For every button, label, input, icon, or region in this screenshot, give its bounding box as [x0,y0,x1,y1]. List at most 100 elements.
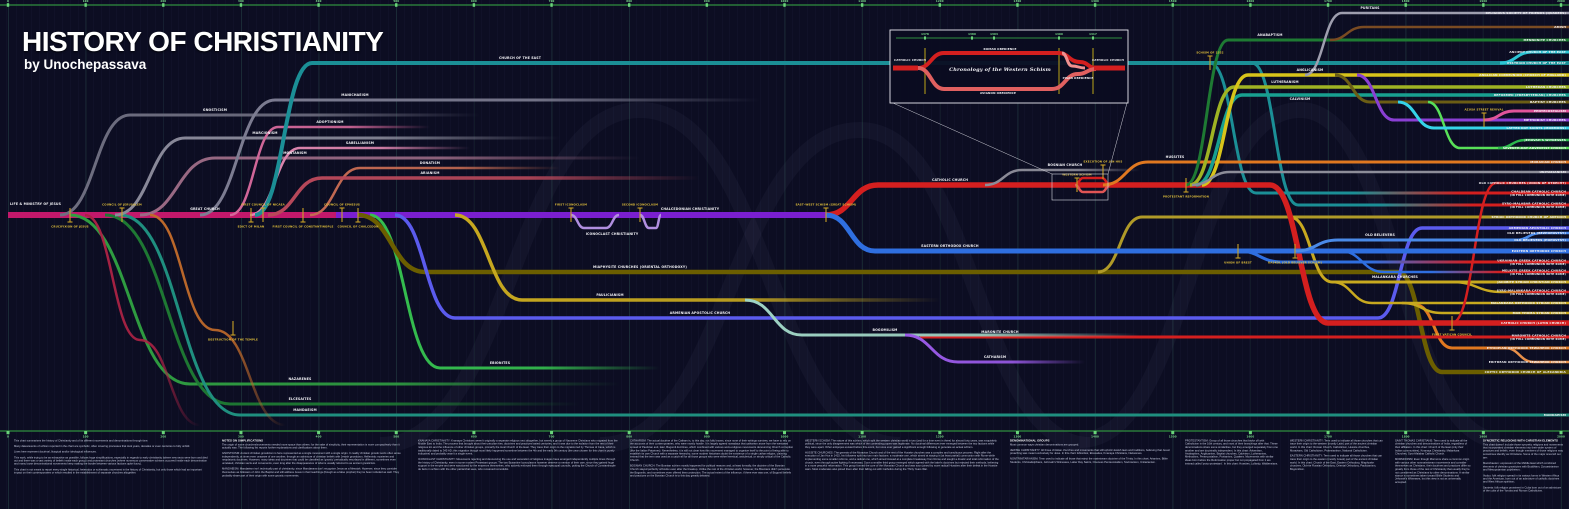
axis-tick-label: 100 [83,434,89,438]
footer-column-9: SAINT THOMAS CHRISTIANS: Term used to in… [1395,439,1471,507]
branch-mar-thoma [1401,301,1569,315]
axis-tick-label: 1600 [1246,0,1254,3]
branch-unitarianism [1191,170,1569,187]
axis-tick [1404,3,1407,7]
footer-column-text: This chart summarizes the history of Chr… [14,439,210,475]
axis-tick [860,3,864,7]
axis-tick-label: 0 [7,0,9,3]
end-label: (IN FULL COMMUNION WITH ROME) [1510,262,1566,266]
event-marker-label: RASKOL (OLD BELIEVER SCHISM) [1268,261,1322,265]
end-label: MELKITE GREEK CATHOLIC CHURCH [1502,268,1566,272]
branch-inset-avignon-obedience [917,66,1097,91]
inset-scale-tick [993,36,995,40]
end-label: MENNONITE CHURCHES [1524,38,1566,42]
footer-notes: This chart summarizes the history of Chr… [0,437,1569,509]
axis-tick-label: 1300 [1014,0,1022,3]
axis-tick-label: 1500 [1169,434,1177,438]
footer-column-10: SYNCRETIC RELIGIONS WITH CHRISTIAN ELEME… [1483,439,1563,507]
axis-tick-label: 1900 [1479,434,1487,438]
axis-tick-label: 2000 [1557,434,1565,438]
branch-bogomilism [744,298,1140,337]
axis-tick [783,3,786,7]
end-label: MANDAEISM [1544,413,1566,417]
end-label: (IN FULL COMMUNION WITH ROME) [1510,292,1566,296]
event-marker-label: FIRST COUNCIL OF NICAEA [241,203,285,207]
inset-label: CATHOLIC CHURCH [1092,58,1124,62]
note-paragraph: Manichaeism: expression of the Middle Ea… [1483,461,1559,472]
footer-column-5: WESTERN SCHISM: The nature of this schis… [805,439,999,507]
axis-tick-label: 0 [7,434,9,438]
axis-tick [1249,3,1252,7]
end-label: ASSYRIAN CHURCH OF THE EAST [1507,61,1567,65]
axis-tick-label: 300 [238,434,244,438]
branch-label: OLD BELIEVERS [1365,233,1395,237]
event-marker-label: CRUCIFIXION OF JESUS [51,225,89,229]
axis-tick [860,431,864,435]
branch-label: GNOSTICISM [203,108,227,112]
axis-tick-label: 700 [549,0,555,3]
branch-catholic [825,182,1569,326]
event-marker-label: COUNCIL OF CHALCEDON [338,225,379,229]
footer-column-4: CATHARISM: The actual doctrine of the Ca… [630,439,794,507]
inset-callout-line [1107,102,1128,175]
branch-malankara-orthodox [1331,280,1569,305]
branch-label: MANDAEISM [293,408,317,412]
footer-column-text: SAINT THOMAS CHRISTIANS: Term used to in… [1395,439,1471,484]
axis-tick [1171,3,1174,7]
inset-scale-tick [1092,36,1094,40]
footer-column-1: This chart summarizes the history of Chr… [14,439,210,507]
branch-label: EBIONITES [490,361,511,365]
footer-column-text: WESTERN SCHISM: The nature of this schis… [805,439,999,471]
axis-tick [472,3,476,7]
note-paragraph: Lines here represent doctrinal, liturgic… [14,450,97,454]
axis-tick-label: 1800 [1402,0,1410,3]
inset-scale-label: 1394 [990,32,998,36]
inset-scale-label: 1389 [968,32,976,36]
branch-label: EASTERN ORTHODOX CHURCH [921,244,979,248]
axis-tick-label: 100 [83,0,89,3]
axis-tick [1093,431,1097,435]
branch-label: BOSNIAN CHURCH [1048,163,1083,167]
branch-western-schism-bottom [1074,183,1111,194]
end-label: RELIGIOUS SOCIETY OF FRIENDS (QUAKERS) [1486,11,1567,15]
end-label: ANGLICAN COMMUNION (CHURCH OF ENGLAND) [1479,73,1566,77]
inset-label: PISAN OBEDIENCE [1063,76,1094,80]
note-paragraph: GNOSTICISM: Ancient christian gnosticism… [222,451,401,465]
note-heading: NOTES ON SIMPLIFICATIONS [222,439,264,442]
branch-label: MALANKARA CHURCHES [1372,275,1419,279]
end-label: SEVENTH-DAY ADVENTIST CHURCH [1503,146,1566,150]
branch-syriac-orthodox [1097,215,1569,274]
axis-tick-label: 2000 [1557,0,1565,3]
note-paragraph: KNANAYA CHRISTIANITY: Knanaya Christians… [418,439,618,456]
axis-tick-label: 1200 [936,434,944,438]
axis-tick-label: 900 [704,434,710,438]
axis-tick [1248,431,1252,435]
event-marker-label: EAST–WEST SCHISM (GREAT SCHISM) [796,203,857,207]
end-label: MORAVIAN CHURCH [1530,160,1566,164]
footer-column-8: WESTERN CHRISTIANITY: Term used to indic… [1290,439,1383,507]
note-paragraph: WESTERN SCHISM: The nature of this schis… [805,439,997,449]
axis-tick-label: 200 [160,434,166,438]
axis-tick-label: 300 [238,0,244,3]
inset-scale-tick [924,36,926,40]
branch-label: HUSSITES [1166,155,1185,159]
end-label: MARONITE CATHOLIC CHURCH [1512,333,1567,337]
end-label: EASTERN ORTHODOX CHURCH [1512,249,1567,253]
note-heading: SYNCRETIC RELIGIONS WITH CHRISTIAN ELEME… [1483,439,1558,442]
footer-column-7: PROTESTANTISM: Group of all those church… [1185,439,1278,507]
branch-label: ICONOCLAST CHRISTIANITY [586,232,639,236]
axis-tick [6,3,10,7]
axis-tick-label: 1900 [1479,0,1487,3]
note-paragraph: BOSNIAN CHURCH: The Bosnian schism mostl… [630,464,791,478]
end-label: SYRIAC ORTHODOX CHURCH OF ANTIOCH [1491,215,1566,219]
axis-tick [1481,431,1485,435]
branch-label: MARONITE CHURCH [981,330,1019,334]
event-marker-label: FIRST ICONOCLASM [555,203,587,207]
end-label: LATTER DAY SAINTS (MORMONS) [1506,126,1566,130]
branch-old-catholic [1451,181,1569,325]
footer-column-text: WESTERN CHRISTIANITY: Term used to indic… [1290,439,1383,471]
branch-baptists [1334,73,1569,104]
axis-tick-label: 1000 [781,434,789,438]
